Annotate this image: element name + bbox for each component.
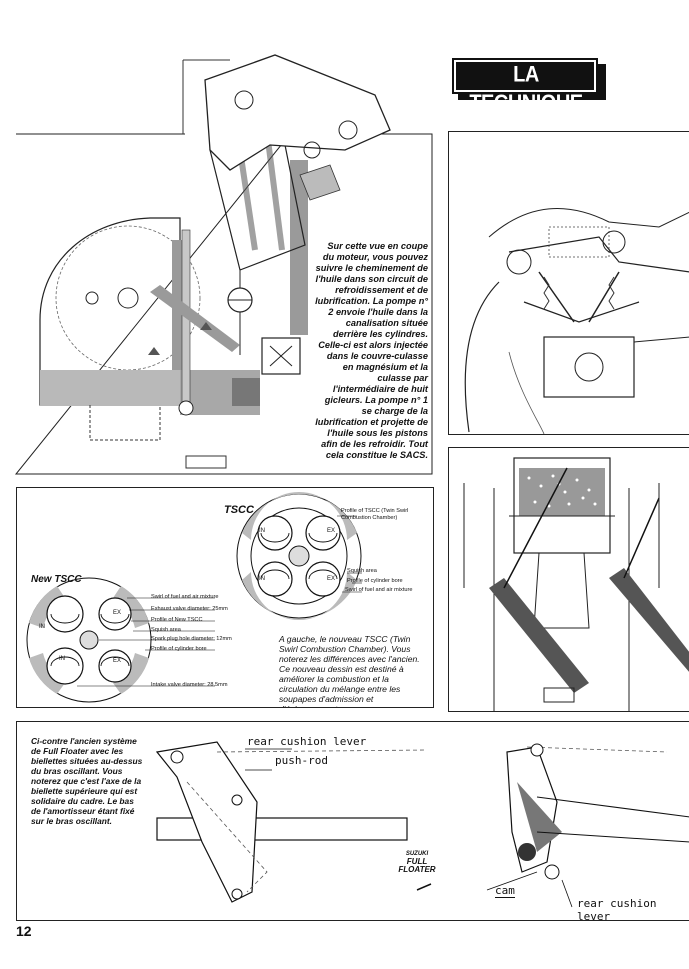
old-tscc-squish-label: Squish area [347,568,377,574]
tscc-caption: A gauche, le nouveau TSCC (Twin Swirl Co… [279,634,420,707]
new-tscc-exhaust-label: Exhaust valve diameter: 25mm [151,606,228,612]
old-ex-right: EX [327,528,336,534]
new-tscc-diagram [26,577,215,703]
old-tscc-title: TSCC [224,504,254,516]
old-in-left-2: IN [259,576,265,582]
new-ex-right-2: EX [113,658,122,664]
technique-banner: LA TECHNIQUE [452,58,608,115]
new-in-left: IN [39,624,45,630]
tscc-panel: TSCC Profile of TSCC (Twin Swirl Combust… [16,487,434,708]
banner-title: LA TECHNIQUE [469,62,583,116]
old-tscc-swirl-label: Swirl of fuel and air mixture [345,587,413,593]
label-rear-cushion-lever-2: rear cushion lever [577,897,689,920]
new-tscc-intake-label: Intake valve diameter: 28.5mm [151,682,228,688]
old-tscc-bore-label: Profile of cylinder bore [347,578,403,584]
label-push-rod: push-rod [275,754,328,767]
label-cam: cam [495,884,515,898]
logo-line1: FULL [406,857,428,866]
engine-caption: Sur cette vue en coupe du moteur, vous p… [315,241,428,460]
old-tscc-diagram [236,492,362,620]
new-ex-right: EX [113,610,122,616]
logo-line2: FLOATER [398,865,436,874]
new-tscc-swirl-label: Swirl of fuel and air mixture [151,594,219,600]
cylinder-head-detail-panel [448,131,689,435]
old-tscc-profile-label: Profile of TSCC (Twin Swirl Combustion C… [341,508,409,521]
label-rear-cushion-lever: rear cushion lever [247,735,367,748]
page-number: 12 [16,923,32,939]
logo-brand: SUZUKI [405,851,429,857]
new-in-left-2: IN [59,656,65,662]
new-tscc-title: New TSCC [31,574,82,585]
suspension-caption: Ci-contre l'ancien système de Full Float… [31,736,143,826]
full-floater-logo: SUZUKI FULL FLOATER [397,850,437,874]
piston-detail-panel [448,447,689,712]
new-tscc-profile-label: Profile of New TSCC [151,617,203,623]
new-tscc-bore-label: Profile of cylinder bore [151,646,207,652]
new-tscc-spark-label: Spark plug hole diameter: 12mm [151,636,232,642]
new-tscc-squish-label: Squish area [151,627,181,633]
suspension-panel: Ci-contre l'ancien système de Full Float… [16,721,689,921]
old-in-left: IN [259,528,265,534]
old-ex-right-2: EX [327,576,336,582]
